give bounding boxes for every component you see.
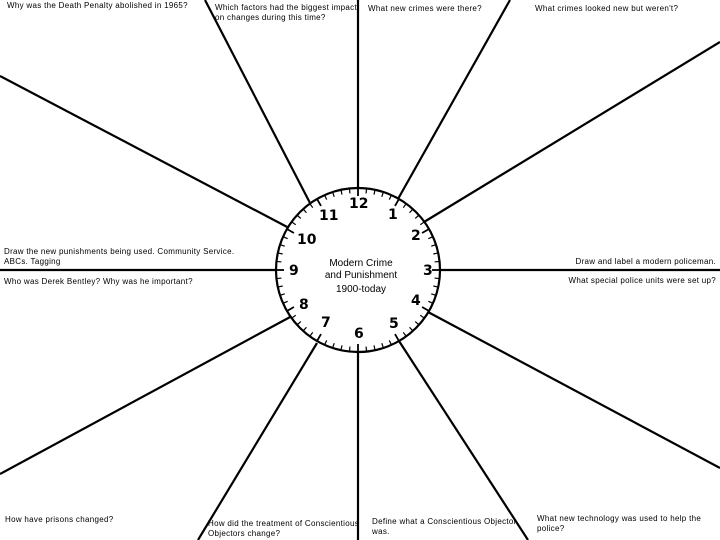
clock-tick (421, 228, 430, 234)
clock-title-line-2: and Punishment (325, 270, 397, 281)
clock-tick (419, 221, 425, 226)
clock-tick (279, 293, 285, 296)
clock-tick (291, 221, 297, 226)
clock-tick (277, 252, 283, 255)
question-new-technology: What new technology was used to help the… (537, 514, 702, 533)
divider-line (0, 75, 292, 230)
clock-tick (414, 321, 420, 326)
clock-tick (373, 345, 376, 351)
clock-tick (373, 189, 376, 195)
clock-tick (291, 314, 297, 319)
clock-tick (365, 188, 368, 194)
clock-number-10: 10 (297, 232, 317, 248)
clock-tick (409, 208, 414, 214)
clock-title-line-1: Modern Crime (329, 258, 393, 269)
clock-tick (388, 194, 392, 200)
clock-tick (286, 306, 295, 312)
clock-tick (431, 244, 437, 247)
clock-tick (296, 321, 302, 326)
clock-title-line-3: 1900-today (336, 284, 386, 295)
divider-line (397, 0, 511, 200)
clock-number-9: 9 (289, 263, 299, 279)
question-new-crimes: What new crimes were there? (368, 4, 482, 13)
clock-number-2: 2 (411, 228, 421, 244)
clock-tick (279, 244, 285, 247)
clock-number-6: 6 (354, 326, 364, 342)
question-treatment-of-cos: How did the treatment of Conscientious O… (208, 519, 360, 538)
clock-tick (402, 331, 407, 337)
divider-line (0, 315, 293, 475)
divider-line (204, 0, 311, 204)
clock-title: Modern Crime and Punishment 1900-today (325, 258, 397, 295)
clock-tick-marks (276, 188, 440, 352)
clock-tick (434, 260, 440, 263)
question-factors: Which factors had the biggest impact on … (215, 3, 357, 22)
question-prisons: How have prisons changed? (5, 515, 114, 524)
question-death-penalty: Why was the Death Penalty abolished in 1… (7, 1, 188, 10)
clock-numbers: 12 1 2 3 4 5 6 7 8 9 10 11 (289, 196, 433, 342)
clock-number-11: 11 (319, 208, 338, 224)
question-define-co: Define what a Conscientious Objector was… (372, 517, 517, 536)
clock-tick (332, 191, 335, 197)
clock-number-3: 3 (423, 263, 433, 279)
question-derek-bentley: Who was Derek Bentley? Why was he import… (4, 277, 193, 286)
clock-tick (433, 285, 439, 288)
clock-tick (340, 189, 343, 195)
clock-tick (388, 340, 392, 346)
clock-tick (296, 214, 302, 219)
clock-tick (402, 203, 407, 209)
clock-tick (433, 252, 439, 255)
clock-tick (394, 198, 400, 207)
clock-tick (276, 260, 282, 263)
clock-tick (431, 293, 437, 296)
clock-number-7: 7 (321, 315, 331, 331)
clock-number-8: 8 (299, 297, 309, 313)
clock-tick (324, 340, 328, 346)
clock-tick (302, 208, 307, 214)
question-crimes-looked-new: What crimes looked new but weren't? (535, 4, 679, 13)
divider-line (423, 41, 720, 223)
clock-tick (381, 343, 384, 349)
clock-tick (282, 300, 288, 304)
clock-tick (365, 346, 368, 352)
clock-tick (276, 277, 282, 280)
clock-tick (324, 194, 328, 200)
clock-tick (348, 346, 351, 352)
divider-line (427, 311, 720, 469)
clock-tick (414, 214, 420, 219)
clock-tick (302, 326, 307, 332)
clock-tick (309, 203, 314, 209)
question-modern-policeman: Draw and label a modern policeman. (575, 257, 716, 266)
clock-tick (348, 188, 351, 194)
clock-tick (340, 345, 343, 351)
clock-number-12: 12 (349, 196, 368, 212)
question-police-units: What special police units were set up? (568, 276, 716, 285)
clock-tick (381, 191, 384, 197)
clock-tick (421, 306, 430, 312)
clock-tick (316, 198, 322, 207)
clock-tick (419, 314, 425, 319)
clock-tick (286, 228, 295, 234)
clock-tick (282, 236, 288, 240)
clock-tick (277, 285, 283, 288)
divider-line (197, 342, 318, 540)
clock-tick (434, 277, 440, 280)
clock-tick (428, 236, 434, 240)
clock-number-5: 5 (389, 316, 399, 332)
clock-tick (428, 300, 434, 304)
clock-tick (309, 331, 314, 337)
clock-tick (332, 343, 335, 349)
clock-tick (394, 333, 400, 342)
clock-tick (409, 326, 414, 332)
question-new-punishments: Draw the new punishments being used. Com… (4, 247, 235, 266)
clock-number-4: 4 (411, 293, 421, 309)
clock-number-1: 1 (388, 207, 398, 223)
clock-tick (316, 333, 322, 342)
divider-line (398, 340, 529, 540)
